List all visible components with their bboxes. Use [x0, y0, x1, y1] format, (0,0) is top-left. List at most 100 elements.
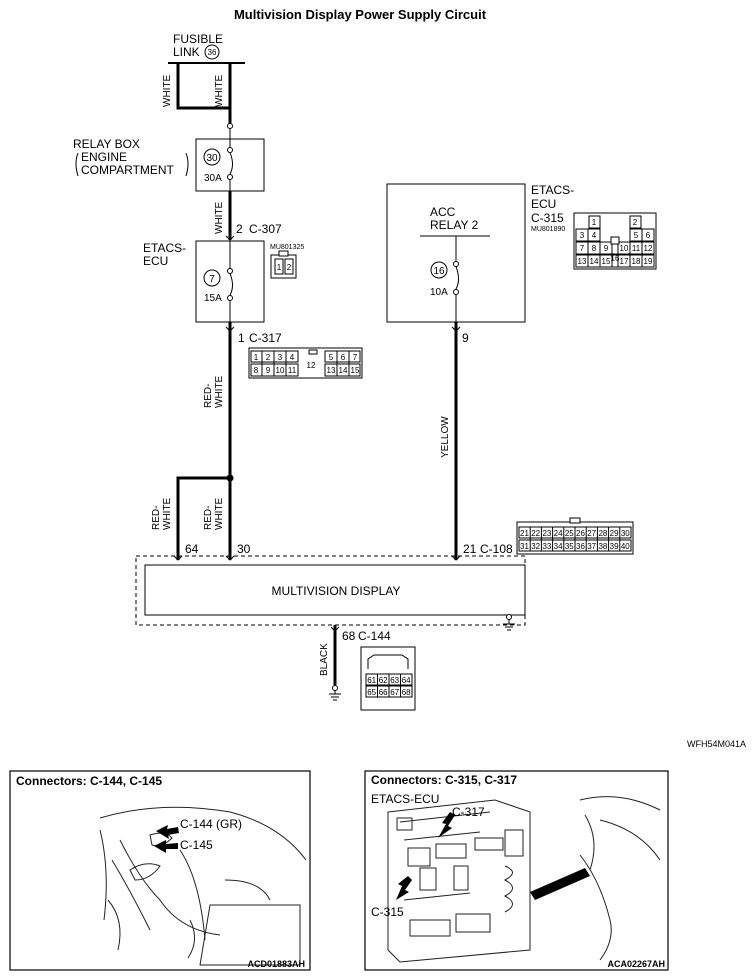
c315-connector-face [573, 212, 657, 270]
dash-harness-4 [107, 899, 121, 951]
right-connector-panel [364, 770, 669, 971]
c108-pin-28: 28 [598, 529, 607, 538]
c317-pin-7: 7 [353, 353, 358, 362]
c315-row-4 [575, 254, 655, 268]
c108-pin-21: 21 [520, 529, 529, 538]
console-edge [224, 879, 271, 901]
connector-shape-1 [129, 863, 161, 881]
c317-pin-12: 12 [307, 361, 316, 370]
etacs-fuse-element [229, 273, 233, 296]
pin-68: 68 [342, 629, 356, 643]
c108-pin-24: 24 [554, 529, 563, 538]
c144-connector-face [360, 646, 416, 711]
c108-pin-29: 29 [610, 529, 619, 538]
dash-lines [579, 796, 661, 871]
wire-color-red-3: RED- [203, 506, 214, 530]
c315-cell-1 [588, 215, 601, 229]
c144-pin-64: 64 [402, 676, 411, 685]
arrow-c144-icon [156, 825, 179, 839]
c315-pin-11: 11 [632, 244, 641, 253]
dash-harness [579, 854, 612, 961]
c317-pin-10: 10 [276, 366, 285, 375]
etacs-fuse-rating: 15A [204, 293, 222, 304]
c317-pin-5: 5 [329, 353, 334, 362]
wire-color-black: BLACK [319, 643, 330, 676]
ecu-body [387, 799, 531, 963]
c317-pin-3: 3 [278, 353, 283, 362]
c317-pin-8: 8 [254, 366, 259, 375]
c315-pin-5: 5 [634, 231, 639, 240]
internal-ground-terminal [506, 614, 512, 620]
c108-pin-22: 22 [531, 529, 540, 538]
c144-pin-67: 67 [390, 688, 399, 697]
c315-pin-12: 12 [644, 244, 653, 253]
c317-pin-1: 1 [254, 353, 259, 362]
c315-pin-1: 1 [592, 218, 597, 227]
wire-color-white-4: WHITE [214, 375, 225, 408]
right-label-etacs-ecu: ETACS-ECU [371, 792, 439, 806]
c108-pin-35: 35 [565, 542, 574, 551]
c307-pin-1: 1 [277, 263, 282, 272]
c108-pin-36: 36 [576, 542, 585, 551]
c144-pin-63: 63 [390, 676, 399, 685]
right-panel-code: ACA02267AH [607, 959, 665, 969]
left-callout-c144: C-144 (GR) [180, 817, 242, 831]
c315-pin-6: 6 [646, 231, 651, 240]
c108-pin-34: 34 [554, 542, 563, 551]
c108-pin-31: 31 [520, 542, 529, 551]
fusible-link-label-1: FUSIBLE [173, 32, 223, 46]
relay-fuse-terminal-top [227, 147, 233, 153]
relay-fuse-number: 30 [206, 153, 218, 164]
multivision-display-box [144, 564, 526, 616]
ecu-socket-8 [455, 913, 491, 933]
c108-latch [569, 517, 581, 524]
acc-fuse-terminal-top [453, 261, 459, 267]
c144-pin-65: 65 [367, 688, 376, 697]
pin-21: 21 [463, 542, 477, 556]
acc-fuse-terminal-bottom [453, 289, 459, 295]
c317-pin-9: 9 [266, 366, 271, 375]
relay-fuse-rating: 30A [204, 173, 222, 184]
c315-cell-2 [629, 215, 642, 229]
connector-c144: C-144 [358, 629, 391, 643]
ecu-socket-5 [474, 837, 504, 851]
c317-pin-2: 2 [266, 353, 271, 362]
ecu-socket-3 [419, 867, 437, 891]
left-panel-title: Connectors: C-144, C-145 [16, 774, 162, 788]
location-pointer-icon [530, 868, 590, 900]
right-callout-c315: C-315 [371, 905, 404, 919]
c108-pin-25: 25 [565, 529, 574, 538]
c317-pin-4: 4 [290, 353, 295, 362]
c108-pin-33: 33 [542, 542, 551, 551]
arrow-pin-30 [225, 555, 235, 561]
left-connector-panel [9, 770, 311, 971]
c108-pin-30: 30 [621, 529, 630, 538]
pin-9: 9 [462, 331, 469, 345]
relay-box-paren-right [185, 152, 189, 177]
c144-pin-68: 68 [402, 688, 411, 697]
c315-pin-3: 3 [580, 231, 585, 240]
c317-pin-6: 6 [341, 353, 346, 362]
console-block [199, 904, 301, 966]
wire-color-red-1: RED- [203, 384, 214, 408]
pin-2: 2 [236, 222, 243, 236]
ecu-socket-4 [453, 865, 469, 891]
relay-fuse-terminal-bottom [227, 174, 233, 180]
internal-ground-icon [503, 614, 515, 631]
pin-1: 1 [238, 331, 245, 345]
connector-c317: C-317 [249, 331, 282, 345]
c317-bottom-right-row [324, 363, 361, 377]
c315-pin-7: 7 [580, 244, 585, 253]
c315-pin-2: 2 [633, 218, 638, 227]
c317-top-right-row [324, 350, 361, 363]
c108-dividers [529, 527, 621, 551]
wire-color-red-2: RED- [151, 506, 162, 530]
red-white-wire-branch [176, 476, 230, 560]
c317-latch [308, 349, 318, 355]
pin-30: 30 [237, 542, 251, 556]
c307-pin-2: 2 [287, 263, 292, 272]
relay-box-label-2: ENGINE [81, 150, 127, 164]
c307-pin-cell-1 [274, 258, 284, 275]
connector-c108: C-108 [480, 542, 513, 556]
